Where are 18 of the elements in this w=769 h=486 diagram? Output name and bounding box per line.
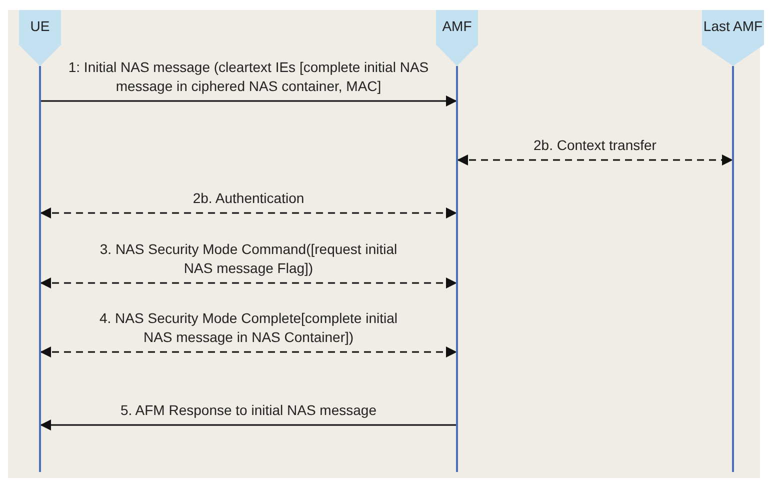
arrow <box>40 95 457 107</box>
edge-label: 2b. Authentication <box>192 189 306 208</box>
edge-label: 2b. Context transfer <box>532 136 658 155</box>
lifeline-header <box>436 10 478 472</box>
participant-name: AMF <box>442 18 472 34</box>
participant-name: UE <box>30 18 50 34</box>
arrow <box>40 346 457 358</box>
arrow <box>457 154 733 166</box>
edge-label: 1: Initial NAS message (cleartext IEs [complete initial NAS message in ciphered NAS container, MAC] <box>67 58 430 96</box>
edge-label: 4. NAS Security Mode Complete[complete initial NAS message in NAS Container]) <box>98 309 399 347</box>
edge-label: 3. NAS Security Mode Command([request initial NAS message Flag]) <box>98 240 398 278</box>
participant-name: Last AMF <box>703 18 763 34</box>
arrow <box>40 277 457 289</box>
lifeline-header <box>19 10 61 472</box>
arrow <box>40 419 457 431</box>
edge-label: 5. AFM Response to initial NAS message <box>119 401 378 420</box>
arrow <box>40 207 457 219</box>
lifeline-header <box>702 10 764 472</box>
